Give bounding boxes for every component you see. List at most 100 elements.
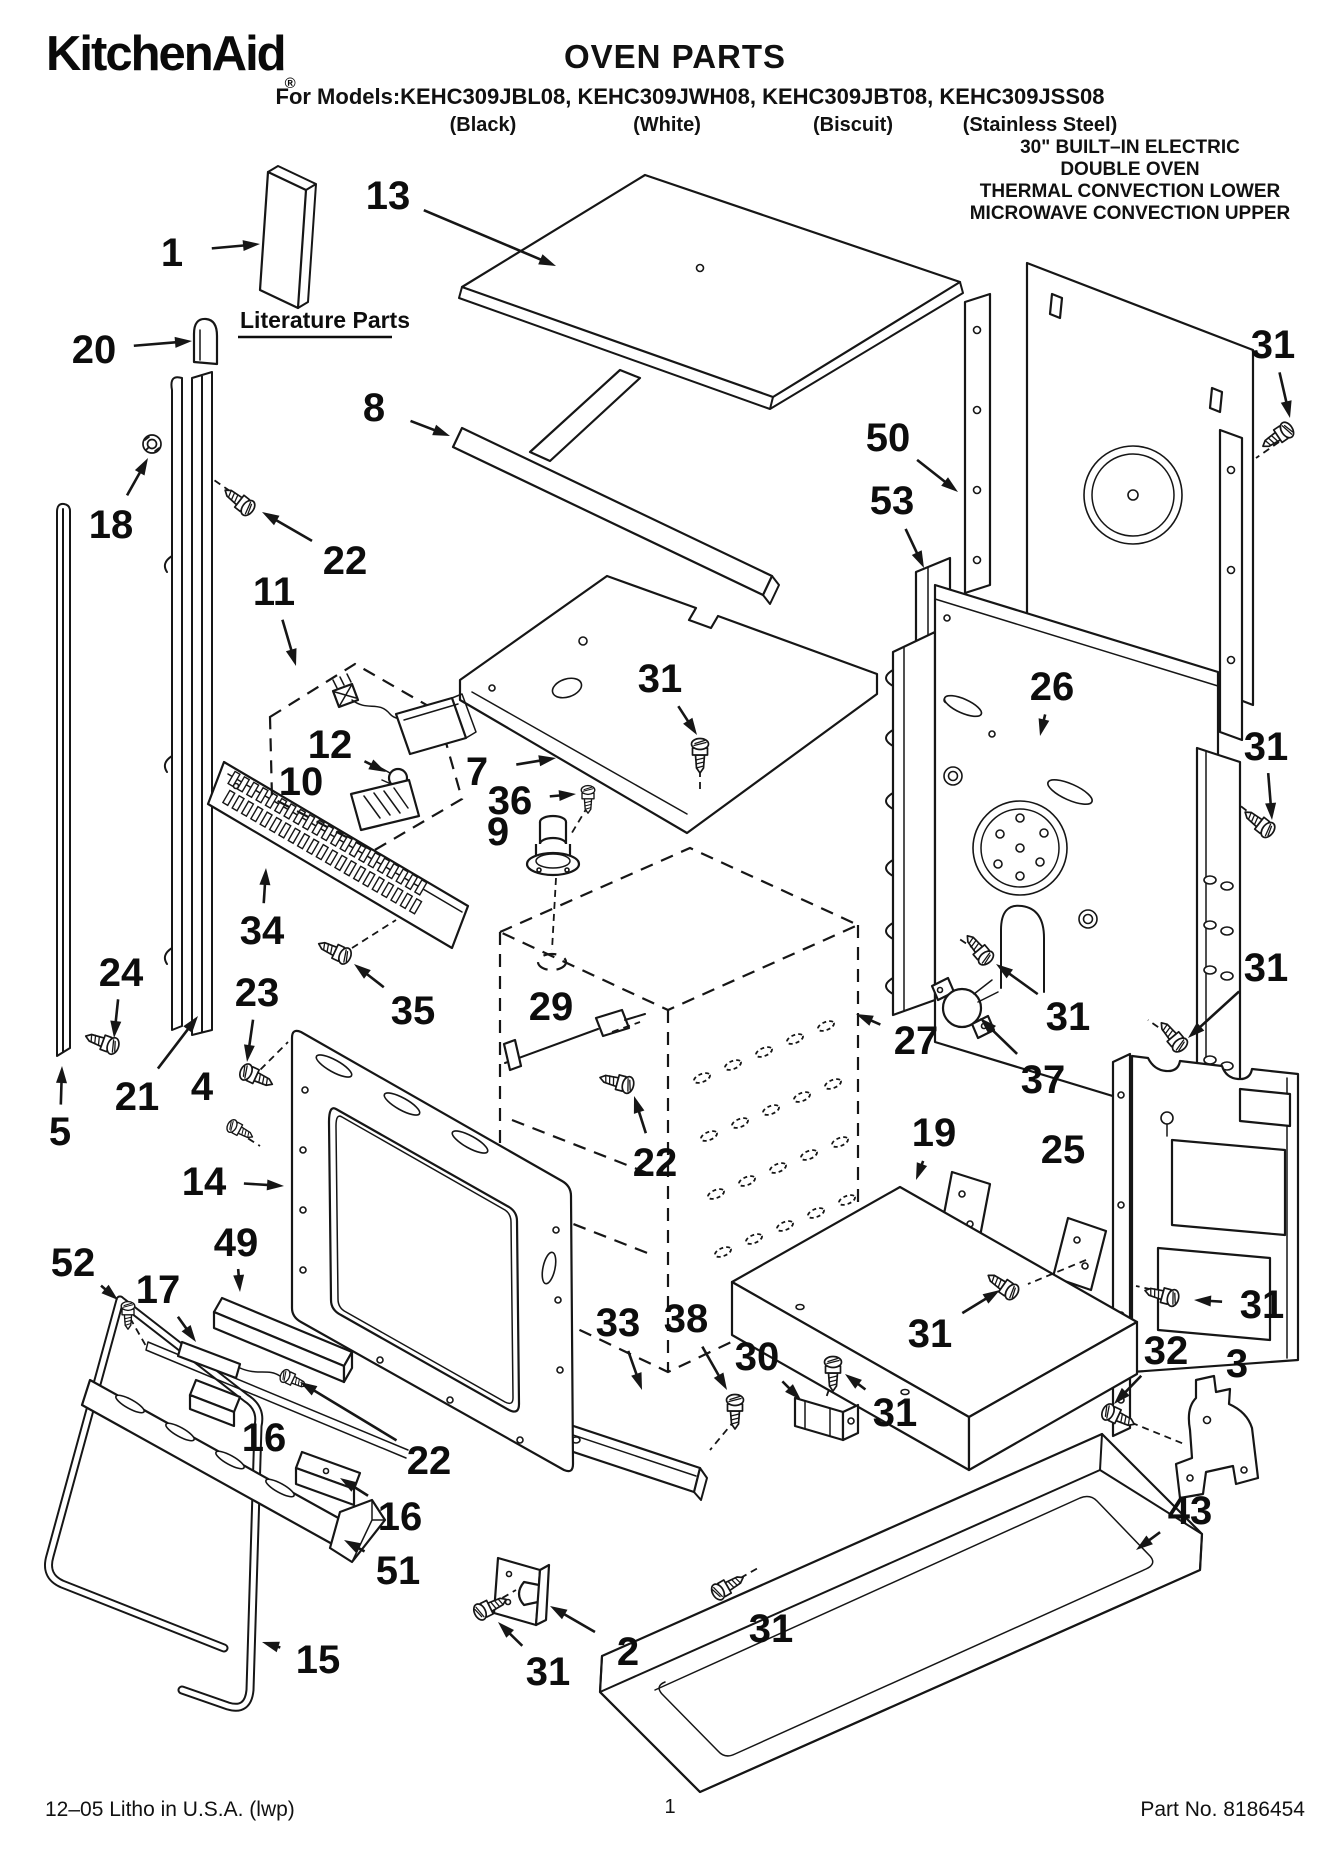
- support-panel: [730, 1170, 1139, 1472]
- grille-slot: [334, 854, 348, 872]
- callout-29-20: 29: [529, 985, 574, 1029]
- callout-22-5: 22: [262, 512, 367, 583]
- part-number-20: 20: [72, 328, 117, 372]
- finish-stainless: (Stainless Steel): [962, 114, 1118, 136]
- registered-mark: ®: [284, 75, 296, 92]
- callout-leader: [114, 999, 120, 1024]
- callout-25-33: 25: [1041, 1128, 1086, 1172]
- grille-slot: [399, 892, 414, 910]
- desc-line-3: THERMAL CONVECTION LOWER: [979, 181, 1281, 202]
- trim-block-49: [212, 1296, 354, 1384]
- callout-leader: [677, 705, 690, 724]
- finish-black: (Black): [449, 114, 517, 136]
- callout-arrowhead: [183, 1016, 198, 1033]
- cavity-vent-slot: [700, 1130, 718, 1142]
- mounting-clip: [793, 1396, 860, 1442]
- callout-arrowhead: [285, 648, 297, 666]
- callout-leader: [281, 619, 294, 652]
- callout-24-26: 24: [99, 951, 144, 1038]
- callout-leader: [516, 759, 542, 766]
- grille-slot: [249, 805, 264, 823]
- grille-slot: [255, 786, 269, 804]
- callout-arrowhead: [1280, 400, 1292, 418]
- callout-15-41: 15: [262, 1638, 340, 1682]
- cavity-vent-slot: [776, 1220, 794, 1232]
- grille-slot: [305, 838, 320, 856]
- hinge-support-bracket: [1174, 1374, 1260, 1500]
- vent-grille: [206, 760, 470, 950]
- callout-arrowhead: [266, 1179, 284, 1191]
- top-trim-angle: [451, 368, 780, 605]
- brand-logo: KitchenAid®: [46, 26, 296, 92]
- callout-18-4: 18: [89, 458, 148, 547]
- grille-slot: [343, 859, 358, 877]
- callout-arrowhead: [941, 477, 958, 492]
- callout-22-38: 22: [300, 1382, 451, 1483]
- callout-1-0: 1: [161, 231, 260, 275]
- part-number-53: 53: [870, 479, 915, 523]
- part-number-21: 21: [115, 1075, 160, 1119]
- brand-text: KitchenAid: [46, 27, 287, 81]
- callout-arrowhead: [845, 1374, 862, 1389]
- screw-icon: [580, 784, 596, 814]
- screw-icon: [1101, 1403, 1136, 1427]
- part-number-31: 31: [526, 1650, 571, 1694]
- screw-icon: [239, 1063, 274, 1087]
- screw-icon: [84, 1033, 120, 1056]
- callout-9-11: 9: [487, 810, 509, 854]
- grille-slot: [367, 851, 381, 869]
- callout-43-49: 43: [1136, 1489, 1212, 1550]
- callout-11-6: 11: [253, 570, 297, 666]
- part-number-22: 22: [633, 1141, 678, 1185]
- callout-arrowhead: [982, 1290, 1000, 1304]
- desc-line-4: MICROWAVE CONVECTION UPPER: [969, 203, 1291, 224]
- screw-icon: [823, 1355, 843, 1392]
- grille-slot: [376, 857, 391, 875]
- callout-leader: [989, 1027, 1018, 1055]
- grille-slot: [329, 830, 344, 848]
- callout-16-37: 16: [242, 1416, 287, 1460]
- callout-leader: [1278, 372, 1288, 404]
- part-number-22: 22: [323, 539, 368, 583]
- part-number-24: 24: [99, 951, 144, 995]
- screw-icon: [1244, 811, 1276, 839]
- callout-35-19: 35: [354, 964, 435, 1033]
- part-number-33: 33: [596, 1301, 641, 1345]
- part-number-31: 31: [749, 1607, 794, 1651]
- callout-arrowhead: [344, 1540, 362, 1554]
- grille-slot: [324, 849, 339, 866]
- cavity-vent-slot: [831, 1136, 849, 1148]
- grille-slot: [390, 887, 404, 904]
- footer-litho: 12–05 Litho in U.S.A. (lwp): [45, 1798, 295, 1821]
- grille-slot: [413, 878, 428, 896]
- grille-slot: [287, 827, 302, 845]
- screw-icon: [1160, 1021, 1189, 1053]
- callout-arrowhead: [1114, 1387, 1130, 1404]
- screw-icon: [966, 934, 995, 966]
- callout-leader: [312, 1388, 398, 1442]
- callout-30-44: 30: [735, 1335, 801, 1400]
- callout-31-23: 31: [996, 964, 1090, 1039]
- part-number-9: 9: [487, 810, 509, 854]
- callout-leader: [176, 1316, 189, 1331]
- part-number-31: 31: [1244, 946, 1289, 990]
- callout-leader: [1198, 990, 1240, 1029]
- finish-biscuit: (Biscuit): [813, 114, 893, 136]
- literature-parts-label: Literature Parts: [240, 307, 410, 333]
- part-number-18: 18: [89, 503, 134, 547]
- callout-22-21: 22: [633, 1096, 678, 1185]
- part-number-4: 4: [191, 1065, 214, 1109]
- callout-leader: [1208, 1299, 1223, 1303]
- part-number-10: 10: [279, 760, 324, 804]
- callout-arrowhead: [101, 1284, 118, 1300]
- standoff-grommet: [525, 814, 581, 877]
- callout-leader: [916, 458, 948, 484]
- desc-line-2: DOUBLE OVEN: [1060, 159, 1200, 180]
- end-cap: [192, 317, 219, 366]
- grille-slot: [357, 846, 372, 864]
- callout-leader: [133, 340, 178, 348]
- part-number-31: 31: [638, 657, 683, 701]
- part-number-16: 16: [378, 1495, 423, 1539]
